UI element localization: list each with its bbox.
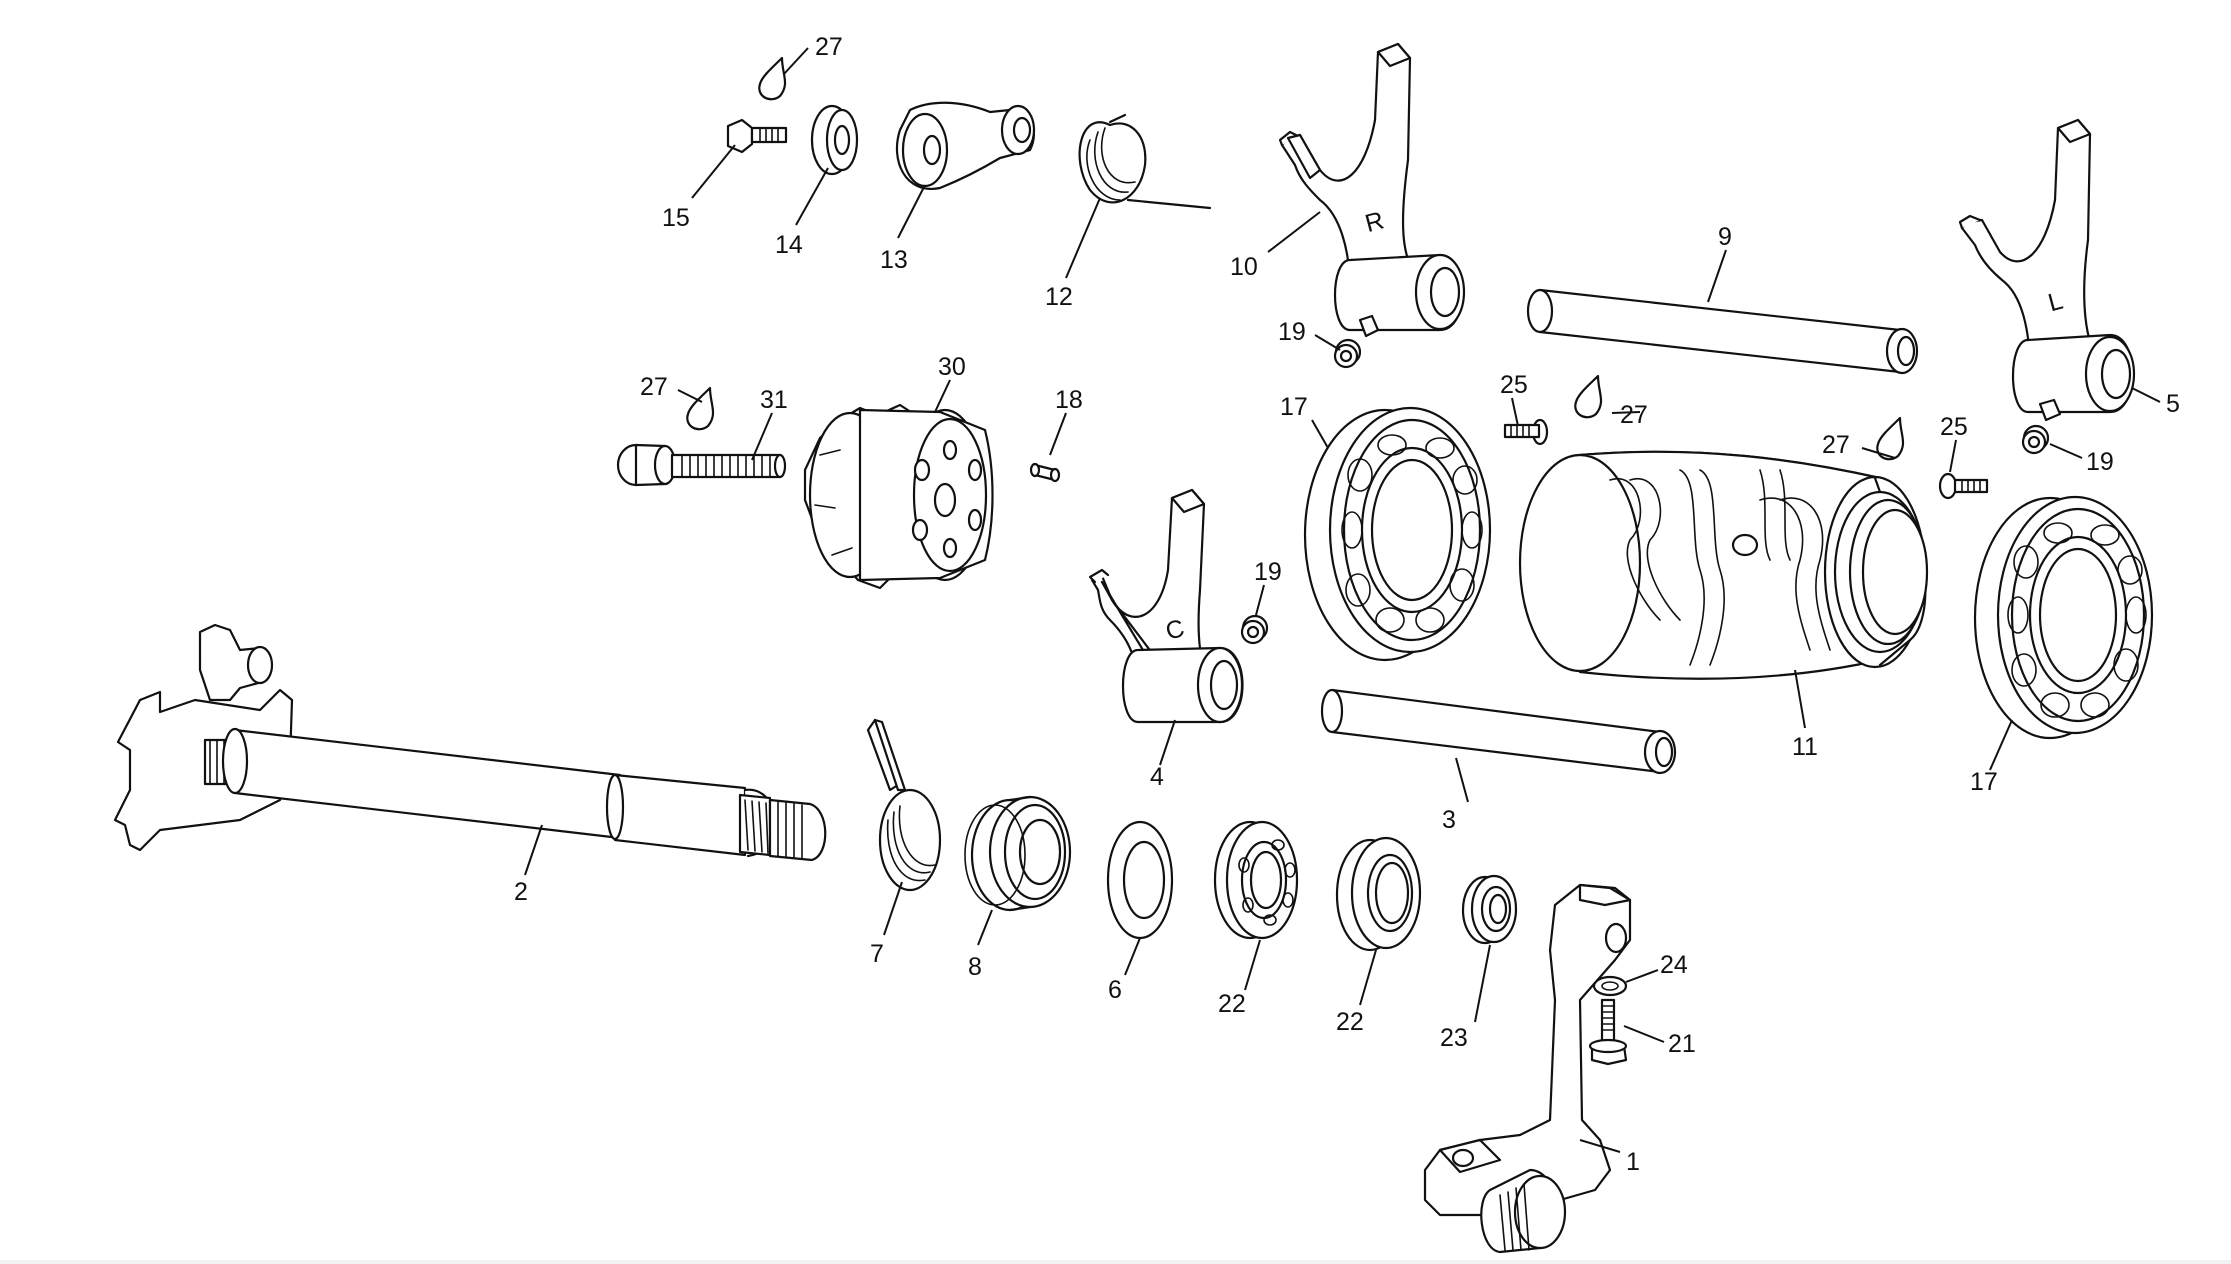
part-25-screw-b [1938,472,1989,500]
callout-30: 30 [938,353,966,381]
callout-10: 10 [1230,253,1258,281]
callout-19-a: 19 [1278,318,1306,346]
part-1-shift-lever [1423,883,1632,1254]
callout-13: 13 [880,246,908,274]
part-17-bearing-left [1303,406,1492,662]
part-3-rod [1320,688,1677,775]
callout-9: 9 [1718,223,1732,251]
part-9-rod [1526,288,1919,375]
part-19-bushing-b [2021,424,2050,455]
callout-19-b: 19 [2086,448,2114,476]
part-22-bearing-b [1335,836,1422,952]
part-24-lock-washer [1592,975,1628,997]
callout-31: 31 [760,386,788,414]
callout-27-d: 27 [640,373,668,401]
part-25-screw-a [1503,418,1549,446]
callout-3: 3 [1442,806,1456,834]
oil-drop-icon [1876,416,1905,461]
callout-19-c: 19 [1254,558,1282,586]
callout-17-a: 17 [1280,393,1308,421]
callout-25-a: 25 [1500,371,1528,399]
callout-2: 2 [514,878,528,906]
part-17-bearing-right [1973,495,2154,740]
callout-27-b: 27 [1620,401,1648,429]
callout-11: 11 [1792,733,1818,761]
callout-22-b: 22 [1336,1008,1364,1036]
part-19-bushing-c [1240,614,1269,645]
callout-22-a: 22 [1218,990,1246,1018]
callout-labels: 27 15 14 13 12 10 19 9 5 19 25 27 27 25 … [514,33,2180,1176]
callout-12: 12 [1045,283,1073,311]
callout-21: 21 [1668,1030,1696,1058]
callout-27-a: 27 [815,33,843,61]
oil-drop-icon [1574,374,1603,419]
part-10-shift-fork-r: R [1278,42,1466,338]
part-12-torsion-spring [1078,113,1212,210]
part-4-shift-fork-c: C [1088,488,1244,724]
part-21-bolt [1588,998,1628,1066]
part-2-shift-shaft [113,623,827,862]
part-8-sleeve [964,795,1072,912]
callout-18: 18 [1055,386,1083,414]
part-23-bearing [1461,874,1518,945]
callout-24: 24 [1660,951,1688,979]
leader-lines [524,47,2161,1153]
part-30-index-star [803,403,994,590]
callout-4: 4 [1150,763,1164,791]
callout-27-c: 27 [1822,431,1850,459]
part-22-bearing-a [1213,820,1299,940]
part-11-shift-drum [1518,450,1929,680]
oil-drop-icon [686,386,715,431]
callout-23: 23 [1440,1024,1468,1052]
part-5-shift-fork-l: L [1958,118,2136,422]
part-7-torsion-spring [866,718,942,892]
part-19-bushing-a [1333,338,1362,369]
part-15-bolt [726,118,788,154]
callout-14: 14 [775,231,803,259]
callout-8: 8 [968,953,982,981]
callout-7: 7 [870,940,884,968]
part-14-washer [810,104,859,176]
callout-6: 6 [1108,976,1122,1004]
part-6-washer [1106,820,1174,940]
oil-drop-icon [758,56,787,101]
callout-1: 1 [1626,1148,1640,1176]
part-18-pin [1029,462,1061,483]
callout-15: 15 [662,204,690,232]
bottom-divider [0,1260,2231,1264]
callout-5: 5 [2166,390,2180,418]
part-13-lever [895,101,1036,190]
callout-25-b: 25 [1940,413,1968,441]
callout-17-b: 17 [1970,768,1998,796]
part-31-bolt [616,443,787,487]
